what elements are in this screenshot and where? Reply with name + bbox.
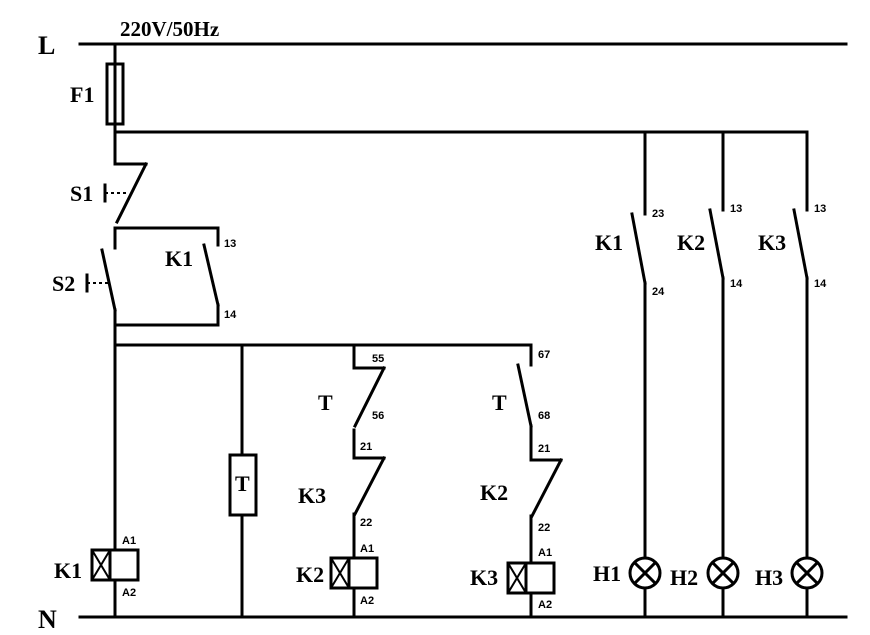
k3-nc-contact: [352, 455, 387, 517]
s2-contact: [100, 248, 117, 312]
hold-t2: 14: [224, 309, 237, 321]
coil-k2-x2: [330, 557, 350, 589]
t-nc-t1: 55: [372, 353, 384, 365]
coil-k3: [506, 561, 556, 595]
k2-nc-t1: 21: [538, 443, 550, 455]
t-no-label: T: [492, 390, 507, 415]
t-no-t2: 68: [538, 410, 550, 422]
coil-k1-x2: [91, 549, 111, 581]
coil-k2: [329, 556, 379, 590]
coil-k3-a1: A1: [538, 547, 552, 559]
coil-k3-mark: [506, 561, 528, 595]
line-label: L: [38, 31, 55, 60]
s1-label: S1: [70, 181, 93, 206]
lamp1-t2: 24: [652, 286, 665, 298]
coil-k2-label: K2: [296, 562, 324, 587]
timer-coil-label: T: [235, 471, 250, 496]
t-nc-label: T: [318, 390, 333, 415]
fuse-label: F1: [70, 82, 94, 107]
coil-k1-mark: [90, 548, 112, 582]
lamp2-t1: 13: [730, 203, 742, 215]
lamp1-contact: [630, 212, 647, 285]
lamp3-t2: 14: [814, 278, 827, 290]
coil-k1-label: K1: [54, 558, 82, 583]
coil-k3-x2: [507, 562, 527, 594]
lamp2-contact-label: K2: [677, 230, 705, 255]
lamp2-t2: 14: [730, 278, 743, 290]
lamp-h2-label: H2: [670, 565, 698, 590]
coil-k2-mark: [329, 556, 351, 590]
coil-k2-a1: A1: [360, 543, 374, 555]
lamp3-contact-label: K3: [758, 230, 786, 255]
coil-k2-a2: A2: [360, 595, 374, 607]
lamp-h3-x2: [794, 560, 820, 586]
k3-nc-label: K3: [298, 483, 326, 508]
lamp3-contact: [792, 208, 809, 280]
lamp-h3-label: H3: [755, 565, 783, 590]
t-no-contact: [516, 363, 533, 428]
lamp-h2-x2: [710, 560, 736, 586]
t-nc-contact: [352, 365, 387, 429]
lamp1-t1: 23: [652, 208, 664, 220]
k2-nc-t2: 22: [538, 522, 550, 534]
k3-nc-t1: 21: [360, 441, 372, 453]
coil-k3-a2: A2: [538, 599, 552, 611]
s1-contact: [114, 161, 149, 225]
lamp2-contact: [708, 208, 725, 280]
coil-k3-label: K3: [470, 565, 498, 590]
coil-k1-a1: A1: [122, 535, 136, 547]
hold-t1: 13: [224, 238, 236, 250]
k2-nc-contact: [529, 457, 564, 519]
neutral-label: N: [38, 605, 57, 634]
t-nc-t2: 56: [372, 410, 384, 422]
lamp1-contact-label: K1: [595, 230, 623, 255]
hold-contact-label: K1: [165, 246, 193, 271]
t-no-t1: 67: [538, 349, 550, 361]
lamp-h1-x2: [632, 560, 658, 586]
k2-nc-label: K2: [480, 480, 508, 505]
coil-k1-a2: A2: [122, 587, 136, 599]
hold-contact-k1: [202, 243, 220, 307]
k3-nc-t2: 22: [360, 517, 372, 529]
s2-label: S2: [52, 271, 75, 296]
supply-voltage-label: 220V/50Hz: [120, 17, 219, 41]
lamp3-t1: 13: [814, 203, 826, 215]
lamp-h1-label: H1: [593, 561, 621, 586]
coil-k1: [90, 548, 140, 582]
